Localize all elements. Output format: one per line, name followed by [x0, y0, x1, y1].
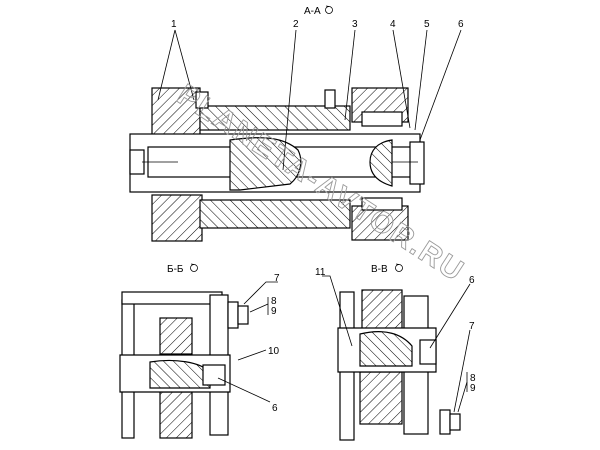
callout-vv-11: 11 [315, 267, 326, 278]
leader-bb-89 [249, 303, 269, 313]
axle-web [229, 137, 302, 191]
callout-bb-10: 10 [268, 346, 280, 357]
leader-bb-10 [237, 349, 267, 361]
callout-bb-7: 7 [274, 273, 280, 284]
callout-aa-4: 4 [390, 19, 396, 30]
bolt-vv [439, 409, 451, 435]
nut-vv [449, 413, 461, 431]
leader-vv-7 [453, 329, 471, 413]
section-vv-title: В-В [371, 264, 388, 275]
callout-vv-7: 7 [469, 321, 475, 332]
end-cap-left [129, 149, 145, 175]
end-cap-right [409, 141, 425, 185]
section-aa-title: А-А [304, 6, 321, 17]
hub-block-lower-left [151, 194, 203, 242]
leader-aa-1a [157, 29, 176, 101]
leader-vv-11 [322, 275, 353, 347]
shell-upper [199, 105, 351, 131]
leader-aa-5 [414, 29, 428, 131]
leader-aa-6 [419, 29, 462, 141]
callout-bb-6: 6 [272, 403, 278, 414]
leader-aa-3 [344, 29, 356, 121]
flange-upper-mid [324, 89, 336, 109]
rotation-symbol-icon [190, 263, 198, 272]
section-bb: Б-Б 7 8 9 10 6 [119, 263, 280, 439]
leader-aa-2 [282, 29, 297, 171]
callout-vv-8: 8 [470, 373, 476, 384]
leader-aa-4 [392, 29, 411, 129]
callout-aa-5: 5 [424, 19, 430, 30]
callout-bb-9: 9 [271, 306, 277, 317]
bolt-bb [227, 301, 239, 329]
nut-bb [237, 305, 249, 325]
shaft-web-vv [359, 331, 413, 367]
section-vv: В-В 11 6 7 8 9 [315, 263, 476, 441]
rotation-symbol-icon [395, 263, 403, 272]
leader-bb-6 [217, 377, 271, 403]
callout-vv-6: 6 [469, 275, 475, 286]
callout-aa-6: 6 [458, 19, 464, 30]
callout-aa-1: 1 [171, 19, 177, 30]
block-upper-vv [361, 289, 403, 331]
section-bb-title: Б-Б [167, 264, 184, 275]
callout-aa-2: 2 [293, 19, 299, 30]
leader-aa-1b [174, 29, 195, 101]
leader-bb-7 [243, 281, 278, 305]
center-block-lower-bb [159, 391, 193, 439]
leader-vv-89 [457, 381, 468, 413]
leader-vv-6 [429, 283, 471, 349]
end-cap-vv [419, 339, 437, 365]
callout-vv-9: 9 [470, 383, 476, 394]
center-block-bb [159, 317, 193, 355]
axle-web-right [369, 139, 393, 187]
shell-lower [199, 199, 351, 229]
section-aa: А-А [129, 5, 464, 242]
flange-upper-left [195, 91, 209, 109]
washer-bb [202, 364, 226, 386]
frame-cap-bb [121, 291, 223, 305]
callout-bb-8: 8 [271, 296, 277, 307]
rotation-symbol-icon [325, 5, 333, 14]
callout-aa-3: 3 [352, 19, 358, 30]
ring-inner-upper-right [361, 111, 403, 127]
hub-block-upper-left [151, 87, 201, 137]
block-lower-vv [359, 371, 403, 425]
ring-inner-lower-right [361, 197, 403, 211]
